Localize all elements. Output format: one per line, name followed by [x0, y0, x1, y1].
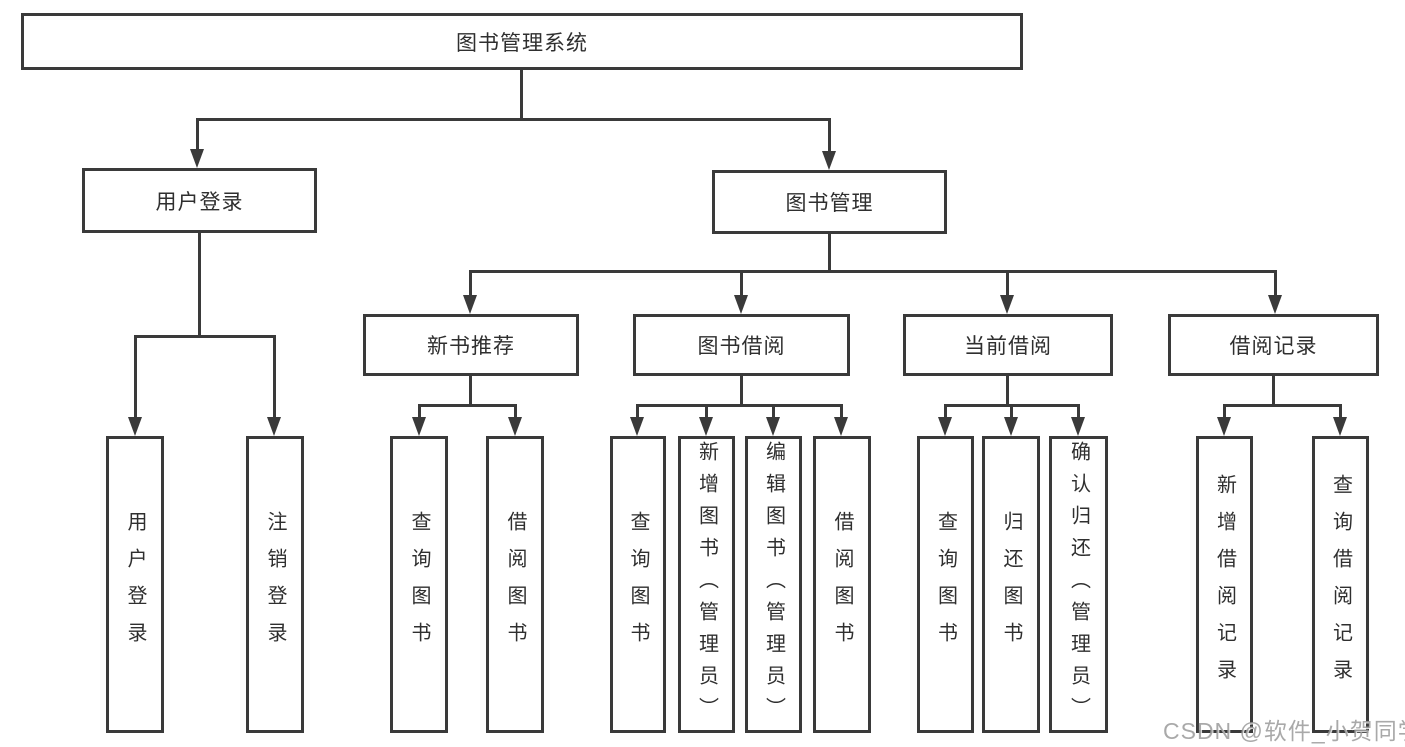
- leaf-query-borrow-record: 查询借阅记录: [1312, 436, 1369, 733]
- connector-line: [1006, 376, 1009, 405]
- connector-line: [1272, 376, 1275, 405]
- leaf-borrow-books-1: 借阅图书: [486, 436, 544, 733]
- connector-line: [1339, 404, 1342, 418]
- connector-line: [198, 233, 201, 336]
- node-current-borrow: 当前借阅: [903, 314, 1113, 376]
- connector-line: [418, 404, 421, 418]
- leaf-query-books-3: 查询图书: [917, 436, 974, 733]
- connector-line: [134, 335, 137, 417]
- connector-line: [469, 270, 1277, 273]
- leaf-label: 确认归还（管理员）: [1067, 440, 1090, 729]
- arrow-down-icon: [766, 417, 780, 436]
- arrow-down-icon: [128, 417, 142, 436]
- arrow-down-icon: [1004, 417, 1018, 436]
- leaf-add-book-admin: 新增图书（管理员）: [678, 436, 735, 733]
- connector-line: [944, 404, 947, 418]
- leaf-label: 借阅图书: [831, 510, 853, 659]
- arrow-down-icon: [412, 417, 426, 436]
- connector-line: [636, 404, 843, 407]
- leaf-label: 查询图书: [408, 510, 430, 659]
- leaf-confirm-return-admin: 确认归还（管理员）: [1049, 436, 1108, 733]
- arrow-down-icon: [822, 151, 836, 170]
- arrow-down-icon: [267, 417, 281, 436]
- connector-line: [418, 404, 517, 407]
- connector-line: [1077, 404, 1080, 418]
- leaf-label: 注销登录: [264, 510, 286, 659]
- leaf-label: 新增图书（管理员）: [695, 440, 718, 729]
- arrow-down-icon: [1000, 295, 1014, 314]
- arrow-down-icon: [734, 295, 748, 314]
- connector-line: [705, 404, 708, 418]
- connector-line: [1006, 270, 1009, 295]
- node-library-system: 图书管理系统: [21, 13, 1023, 70]
- leaf-add-borrow-record: 新增借阅记录: [1196, 436, 1253, 733]
- node-borrow-record: 借阅记录: [1168, 314, 1379, 376]
- node-new-book-recommend: 新书推荐: [363, 314, 579, 376]
- leaf-user-login: 用户登录: [106, 436, 164, 733]
- leaf-label: 查询图书: [934, 510, 957, 659]
- connector-line: [772, 404, 775, 418]
- node-book-borrow: 图书借阅: [633, 314, 850, 376]
- connector-line: [196, 118, 831, 121]
- connector-line: [1010, 404, 1013, 418]
- arrow-down-icon: [1333, 417, 1347, 436]
- arrow-down-icon: [938, 417, 952, 436]
- arrow-down-icon: [834, 417, 848, 436]
- node-book-management: 图书管理: [712, 170, 947, 234]
- connector-line: [469, 270, 472, 295]
- leaf-label: 用户登录: [124, 510, 146, 659]
- leaf-label: 编辑图书（管理员）: [762, 440, 785, 729]
- leaf-logout: 注销登录: [246, 436, 304, 733]
- leaf-edit-book-admin: 编辑图书（管理员）: [745, 436, 802, 733]
- arrow-down-icon: [463, 295, 477, 314]
- connector-line: [636, 404, 639, 418]
- arrow-down-icon: [190, 149, 204, 168]
- leaf-return-books: 归还图书: [982, 436, 1040, 733]
- arrow-down-icon: [508, 417, 522, 436]
- connector-line: [740, 270, 743, 295]
- arrow-down-icon: [630, 417, 644, 436]
- leaf-query-books-2: 查询图书: [610, 436, 666, 733]
- connector-line: [196, 118, 199, 150]
- connector-line: [828, 234, 831, 271]
- connector-line: [840, 404, 843, 418]
- arrow-down-icon: [1268, 295, 1282, 314]
- arrow-down-icon: [1071, 417, 1085, 436]
- leaf-label: 查询图书: [627, 510, 649, 659]
- connector-line: [273, 335, 276, 417]
- connector-line: [469, 376, 472, 405]
- connector-line: [1223, 404, 1226, 418]
- leaf-label: 归还图书: [1000, 510, 1022, 659]
- node-user-login: 用户登录: [82, 168, 317, 233]
- connector-line: [134, 335, 276, 338]
- arrow-down-icon: [1217, 417, 1231, 436]
- csdn-watermark: CSDN @软件_小贺同学: [1163, 718, 1405, 744]
- connector-line: [1274, 270, 1277, 295]
- leaf-label: 借阅图书: [504, 510, 526, 659]
- leaf-query-books-1: 查询图书: [390, 436, 448, 733]
- connector-line: [740, 376, 743, 405]
- connector-line: [514, 404, 517, 418]
- leaf-label: 查询借阅记录: [1329, 473, 1352, 696]
- arrow-down-icon: [699, 417, 713, 436]
- connector-line: [1223, 404, 1341, 407]
- connector-line: [828, 118, 831, 151]
- leaf-borrow-books-2: 借阅图书: [813, 436, 871, 733]
- connector-line: [520, 69, 523, 119]
- leaf-label: 新增借阅记录: [1213, 473, 1236, 696]
